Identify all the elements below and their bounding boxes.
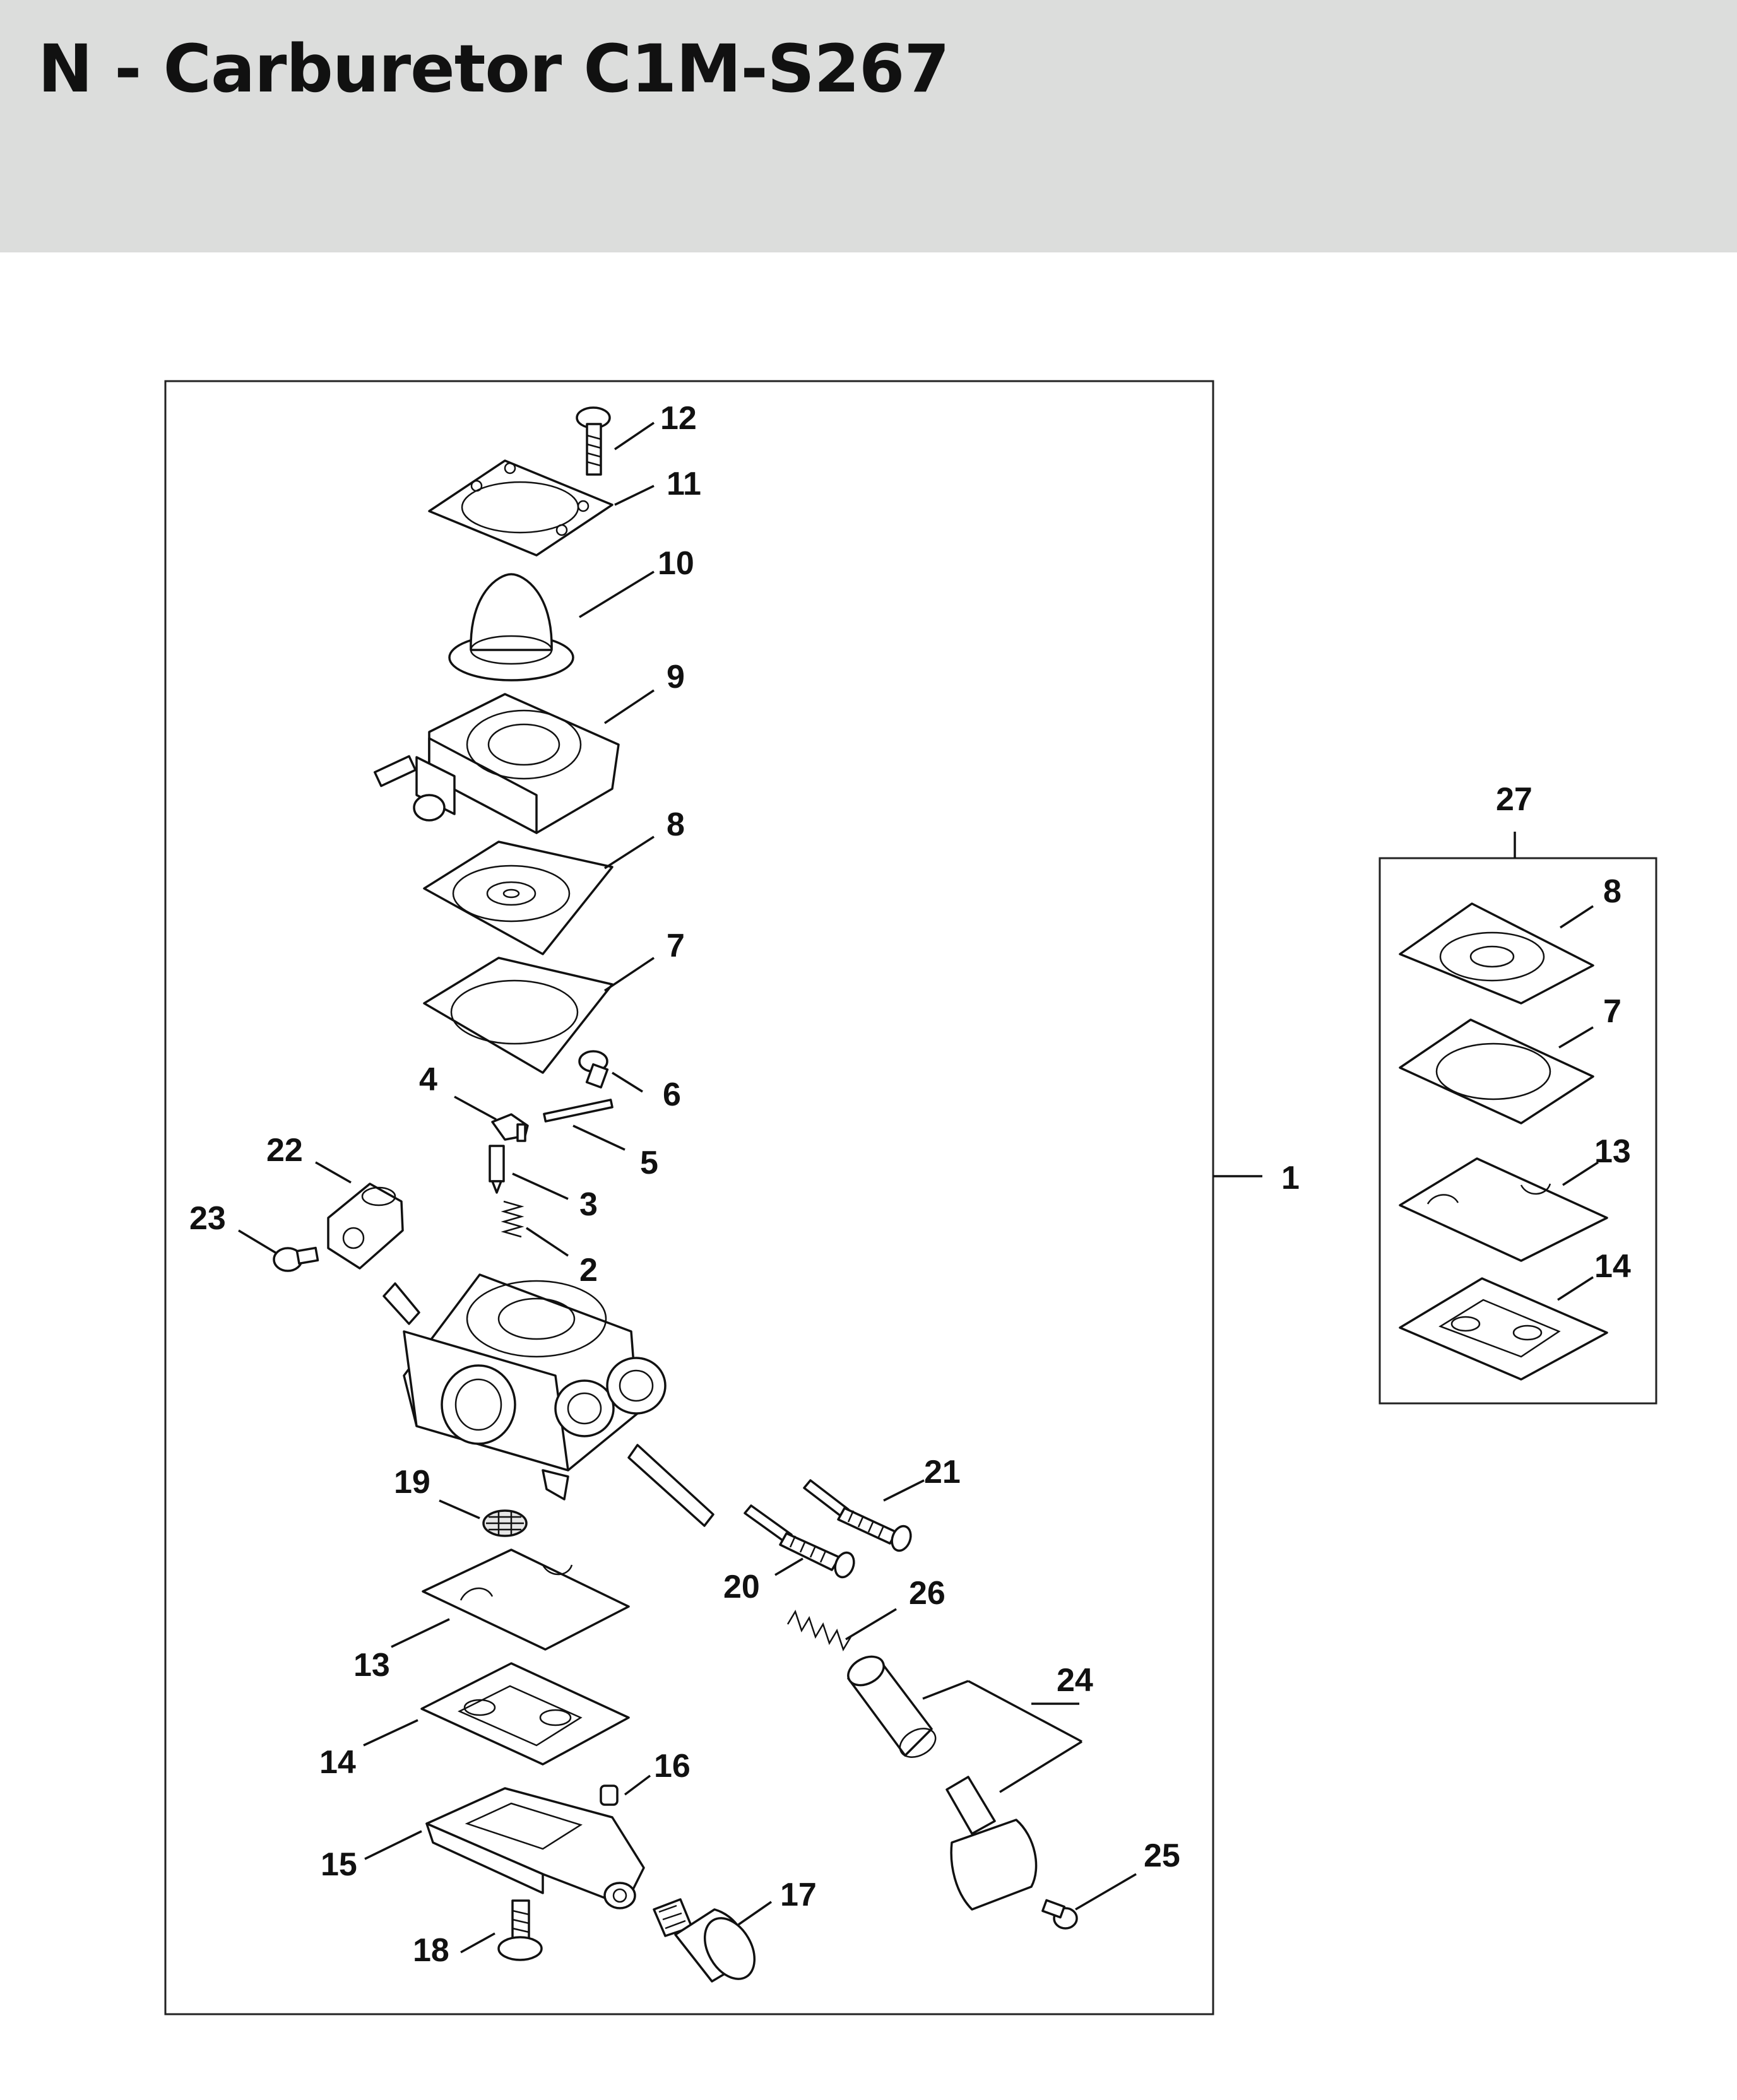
callout-5: 5	[640, 1145, 658, 1181]
metering-cover-part-15	[425, 1787, 645, 1909]
screw-part-6	[578, 1050, 609, 1088]
screw-part-12	[576, 406, 611, 476]
callout-3: 3	[579, 1186, 598, 1223]
callout-21: 21	[924, 1454, 961, 1490]
lever-part-4	[491, 1113, 529, 1142]
screw-part-23	[273, 1246, 319, 1272]
kit-gasket-7	[1399, 1018, 1594, 1124]
callout-14: 14	[319, 1744, 356, 1781]
callout-9: 9	[667, 659, 685, 695]
spring-part-26	[786, 1610, 852, 1651]
callout-6: 6	[663, 1077, 681, 1113]
pump-housing-part-9	[373, 693, 620, 834]
callout-11: 11	[667, 466, 701, 502]
primer-bulb-part-10	[448, 573, 574, 681]
callout-kit-13: 13	[1594, 1133, 1631, 1170]
callout-25: 25	[1144, 1838, 1180, 1874]
callout-17: 17	[780, 1877, 817, 1913]
filter-screen-part-19	[482, 1509, 528, 1537]
screw-part-25	[1041, 1899, 1078, 1930]
callout-23: 23	[189, 1200, 226, 1237]
carburetor-body	[382, 1273, 714, 1527]
callout-1: 1	[1281, 1160, 1300, 1196]
diaphragm-part-8	[423, 841, 614, 955]
plug-part-16	[600, 1784, 619, 1806]
gasket-part-14	[420, 1662, 630, 1766]
pin-part-5	[543, 1099, 614, 1123]
choke-part-24	[847, 1655, 1038, 1911]
callout-27: 27	[1496, 781, 1532, 818]
callout-19: 19	[394, 1464, 430, 1501]
screw-part-18	[497, 1899, 543, 1961]
knob-part-17	[653, 1898, 756, 1983]
needle-valve-part-3	[489, 1145, 505, 1194]
callout-8: 8	[667, 806, 685, 843]
callout-20: 20	[723, 1569, 760, 1605]
kit-diaphragm-13	[1399, 1157, 1608, 1262]
callout-13: 13	[353, 1647, 390, 1684]
callout-16: 16	[654, 1748, 691, 1784]
kit-gasket-14	[1399, 1277, 1608, 1381]
callout-26: 26	[909, 1575, 946, 1612]
assembly-frame	[164, 380, 1214, 2015]
callout-kit-7: 7	[1603, 993, 1621, 1030]
callout-15: 15	[321, 1846, 357, 1883]
callout-24: 24	[1057, 1662, 1093, 1699]
callout-7: 7	[667, 928, 685, 964]
callout-4: 4	[419, 1061, 437, 1098]
page-title: N - Carburetor C1M-S267	[38, 30, 950, 107]
gasket-part-11	[428, 459, 614, 557]
kit-frame	[1378, 857, 1657, 1405]
spring-part-2	[501, 1200, 525, 1238]
metering-diaphragm-part-13	[422, 1548, 630, 1651]
callout-kit-8: 8	[1603, 873, 1621, 910]
callout-kit-14: 14	[1594, 1248, 1631, 1285]
callout-10: 10	[658, 545, 694, 582]
clamp-part-22	[327, 1183, 404, 1270]
adjusting-screw-part-21	[803, 1479, 912, 1552]
page-header: N - Carburetor C1M-S267	[0, 0, 1737, 252]
callout-22: 22	[266, 1132, 303, 1169]
callout-18: 18	[413, 1932, 449, 1969]
kit-diaphragm-8	[1399, 902, 1594, 1005]
callout-2: 2	[579, 1252, 598, 1289]
adjusting-screw-part-20	[744, 1504, 855, 1579]
callout-12: 12	[660, 400, 697, 437]
